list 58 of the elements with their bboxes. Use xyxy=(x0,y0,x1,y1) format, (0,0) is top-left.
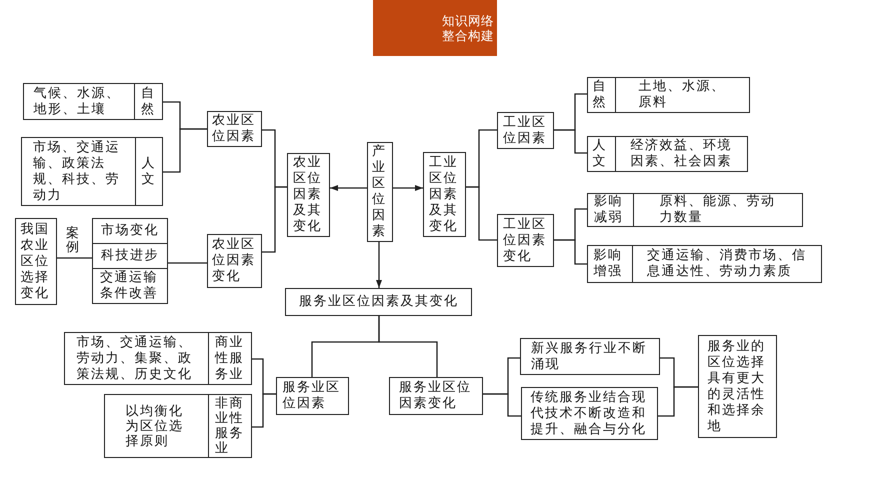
category-label: 非商业性服务业 xyxy=(208,395,251,457)
connector-line xyxy=(57,257,92,259)
connector-line xyxy=(554,129,587,154)
factor-list: 气候、水源、地形、土壤 xyxy=(24,84,134,119)
category-label: 影响增强 xyxy=(592,247,624,281)
factor-list: 经济效益、环境因素、社会因素 xyxy=(615,137,747,171)
connector-line xyxy=(262,186,287,253)
concept-box: 农业区位因素 xyxy=(207,111,262,147)
case-item: 科技进步 xyxy=(93,243,167,268)
category-label: 人文 xyxy=(591,137,608,171)
connector-line xyxy=(168,262,207,264)
connector-line xyxy=(483,393,521,417)
concept-box: 工业区位因素变化 xyxy=(497,214,554,267)
category-label: 自然 xyxy=(591,78,608,112)
concept-box: 工业区位因素 xyxy=(497,112,554,149)
category-label: 商业性服务业 xyxy=(208,333,251,384)
factor-list: 原料、能源、劳动力数量 xyxy=(633,194,802,226)
concept-box: 农业区位因素变化 xyxy=(207,234,262,288)
factor-list: 市场、交通运输、政策法规、科技、劳动力 xyxy=(22,138,135,205)
factor-list: 交通运输、消费市场、信息通达性、劳动力素质 xyxy=(632,246,821,282)
concept-box: 传统服务业结合现代技术不断改造和提升、融合与分化 xyxy=(521,387,658,440)
concept-box: 服务业区位因素及其变化 xyxy=(285,288,472,316)
category-label: 影响减弱 xyxy=(593,194,624,226)
factor-list: 以均衡化为区位选择原则 xyxy=(105,395,208,457)
connector-line xyxy=(466,186,497,241)
factor-box xyxy=(23,83,163,120)
concept-box: 服务业区位因素 xyxy=(276,377,349,415)
concept-box: 工业区位因素及其变化 xyxy=(423,152,466,237)
case-list-box xyxy=(92,218,168,304)
arrow xyxy=(393,185,423,191)
factor-box xyxy=(21,137,163,206)
concept-box: 我国农业区位选择变化 xyxy=(15,218,57,305)
category-label: 自然 xyxy=(134,84,162,119)
factor-box xyxy=(587,245,822,283)
connector-line xyxy=(163,128,207,173)
connector-line xyxy=(554,239,587,265)
factor-box xyxy=(587,136,748,172)
connector-line xyxy=(658,386,698,417)
connector-line xyxy=(378,316,438,377)
factor-list: 土地、水源、原料 xyxy=(615,78,749,112)
case-item: 市场变化 xyxy=(100,222,160,240)
factor-box xyxy=(104,394,252,458)
conclusion-box: 服务业的区位选择具有更大的灵活性和选择余地 xyxy=(698,335,777,438)
concept-box: 新兴服务行业不断涌现 xyxy=(520,338,660,375)
case-item: 交通运输条件改善 xyxy=(93,268,167,303)
factor-list: 市场、交通运输、劳动力、集聚、政策法规、历史文化 xyxy=(65,333,208,384)
factor-box xyxy=(587,193,803,227)
factor-box xyxy=(587,77,750,113)
concept-box: 服务业区位因素变化 xyxy=(389,377,483,415)
edge-label: 案例 xyxy=(66,227,81,255)
topic-box: 产业区位因素 xyxy=(367,142,393,242)
factor-box xyxy=(64,332,252,385)
arrow xyxy=(376,242,382,288)
concept-box: 农业区位因素及其变化 xyxy=(287,153,330,237)
title-banner: 知识网络整合构建 xyxy=(373,0,497,56)
connector-line xyxy=(252,393,276,428)
category-label: 人文 xyxy=(135,138,162,205)
arrow xyxy=(330,185,367,191)
